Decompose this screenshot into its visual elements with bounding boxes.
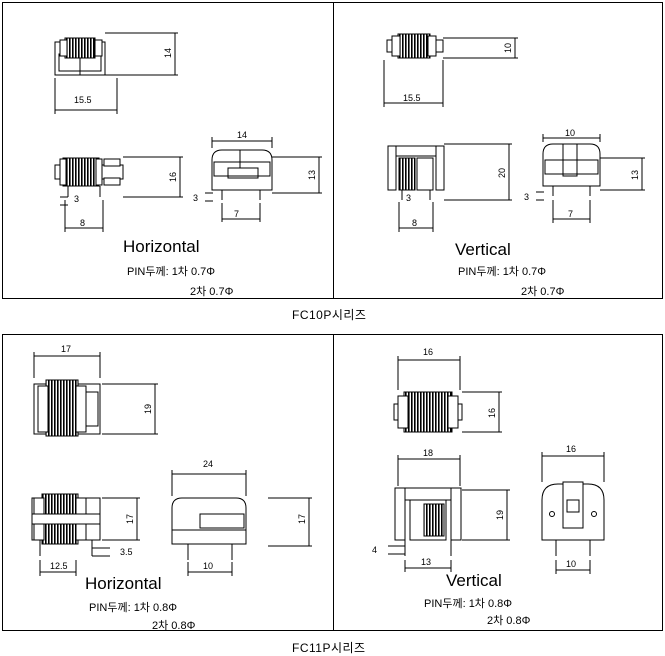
fc11p-h-top-view <box>33 352 158 437</box>
dim-label: 16 <box>168 172 178 182</box>
dim-label: 17 <box>125 514 135 524</box>
dim-label: 14 <box>163 48 173 58</box>
fc10p-vertical-pin2: 2차 0.7Φ <box>521 286 565 298</box>
fc11p-horizontal-pin2: 2차 0.8Φ <box>152 620 196 632</box>
panel-fc11p-vertical <box>333 334 663 631</box>
fc10p-h-front-view <box>54 156 183 232</box>
dim-label: 14 <box>237 130 247 140</box>
fc11p-v-front-view <box>388 455 510 572</box>
fc10p-h-top-view <box>54 32 178 114</box>
fc10p-horizontal-pin1: PIN두께: 1차 0.7Φ <box>127 266 216 278</box>
dim-label: 8 <box>80 218 85 228</box>
fc11p-vertical-label: Vertical <box>446 571 502 590</box>
dim-label: 13 <box>630 170 640 180</box>
dim-label: 4 <box>372 545 377 555</box>
dim-label: 17 <box>61 344 71 354</box>
fc11p-v-side-view <box>541 452 605 574</box>
fc11p-vertical-pin1: PIN두께: 1차 0.8Φ <box>424 598 513 610</box>
fc11p-series-caption: FC11P시리즈 <box>292 641 366 655</box>
dim-label: 16 <box>423 347 433 357</box>
dim-label: 16 <box>487 408 497 418</box>
fc10p-v-top-view <box>383 33 518 107</box>
fc10p-horizontal-label: Horizontal <box>123 237 200 256</box>
dim-label: 12.5 <box>50 561 68 571</box>
dim-label: 10 <box>565 128 575 138</box>
panel-fc10p-vertical <box>333 2 663 299</box>
fc10p-series-caption: FC10P시리즈 <box>292 308 367 322</box>
fc10p-h-side-view <box>205 137 322 222</box>
dim-label: 13 <box>421 557 431 567</box>
fc10p-vertical-label: Vertical <box>455 240 511 259</box>
fc10p-vertical-pin1: PIN두께: 1차 0.7Φ <box>458 266 547 278</box>
dim-label: 15.5 <box>74 95 92 105</box>
dim-label: 16 <box>566 444 576 454</box>
fc11p-h-front-view <box>31 493 140 576</box>
dim-label: 10 <box>203 561 213 571</box>
fc10p-horizontal-pin2: 2차 0.7Φ <box>190 286 234 298</box>
dim-label: 3.5 <box>120 547 133 557</box>
dim-label: 13 <box>307 170 317 180</box>
dim-label: 20 <box>497 168 507 178</box>
dim-label: 3 <box>524 192 529 202</box>
dim-label: 3 <box>74 194 79 204</box>
dim-label: 7 <box>568 209 573 219</box>
fc11p-h-side-view <box>171 470 312 576</box>
dim-label: 17 <box>297 514 307 524</box>
fc11p-horizontal-pin1: PIN두께: 1차 0.8Φ <box>89 602 178 614</box>
dim-label: 10 <box>503 43 513 53</box>
dim-label: 3 <box>406 193 411 203</box>
dim-label: 24 <box>203 459 213 469</box>
dim-label: 18 <box>423 448 433 458</box>
fc11p-v-top-view <box>393 356 502 433</box>
dim-label: 3 <box>193 193 198 203</box>
dim-label: 8 <box>412 218 417 228</box>
fc11p-vertical-pin2: 2차 0.8Φ <box>487 615 531 627</box>
fc10p-v-front-view <box>387 143 512 232</box>
dim-label: 10 <box>566 559 576 569</box>
fc11p-horizontal-label: Horizontal <box>85 574 162 593</box>
dim-label: 15.5 <box>403 93 421 103</box>
dim-label: 19 <box>495 510 505 520</box>
fc10p-v-side-view <box>536 134 645 223</box>
dim-label: 19 <box>143 404 153 414</box>
dim-label: 7 <box>234 209 239 219</box>
